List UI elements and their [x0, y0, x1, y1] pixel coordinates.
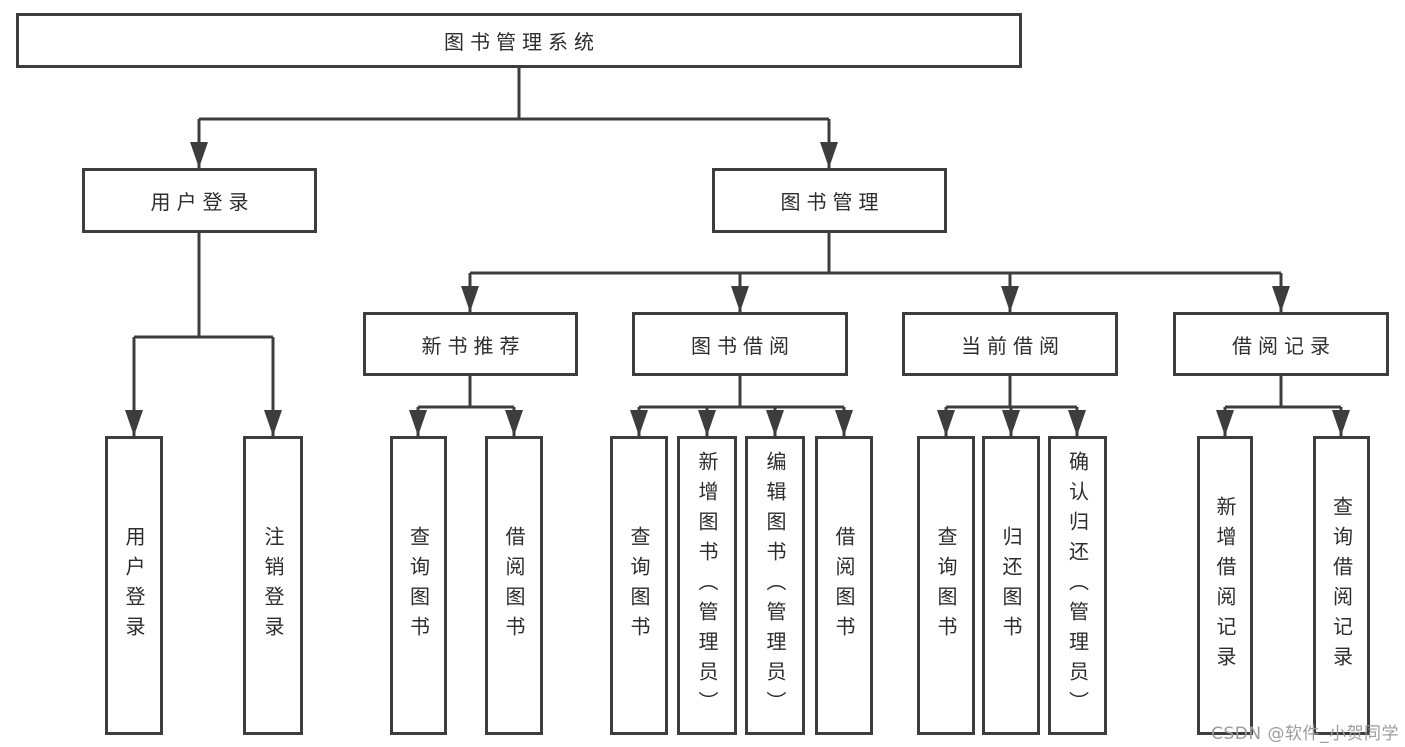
leaf-borrow-edit-book-admin: 编辑图书（管理员）	[745, 436, 805, 735]
node-book-management: 图书管理	[712, 168, 947, 233]
leaf-recommend-borrow-book: 借阅图书	[485, 436, 543, 735]
leaf-current-query-book: 查询图书	[917, 436, 975, 735]
leaf-logout: 注销登录	[243, 436, 303, 735]
leaf-current-return-book: 归还图书	[982, 436, 1040, 735]
node-new-book-recommend: 新书推荐	[363, 312, 578, 376]
watermark: CSDN @软件_小贺同学	[1211, 724, 1399, 744]
node-book-borrow: 图书借阅	[632, 312, 848, 376]
node-borrow-records: 借阅记录	[1173, 312, 1389, 376]
leaf-borrow-add-book-admin: 新增图书（管理员）	[677, 436, 737, 735]
leaf-records-query-record: 查询借阅记录	[1313, 436, 1370, 735]
leaf-records-add-record: 新增借阅记录	[1197, 436, 1253, 735]
node-user-login: 用户登录	[82, 168, 317, 233]
leaf-recommend-query-book: 查询图书	[390, 436, 447, 735]
node-current-borrow: 当前借阅	[902, 312, 1118, 376]
leaf-user-login: 用户登录	[105, 436, 163, 735]
node-root: 图书管理系统	[16, 13, 1022, 68]
leaf-current-confirm-return-admin: 确认归还（管理员）	[1048, 436, 1107, 735]
leaf-borrow-borrow-book: 借阅图书	[815, 436, 873, 735]
leaf-borrow-query-book: 查询图书	[610, 436, 668, 735]
